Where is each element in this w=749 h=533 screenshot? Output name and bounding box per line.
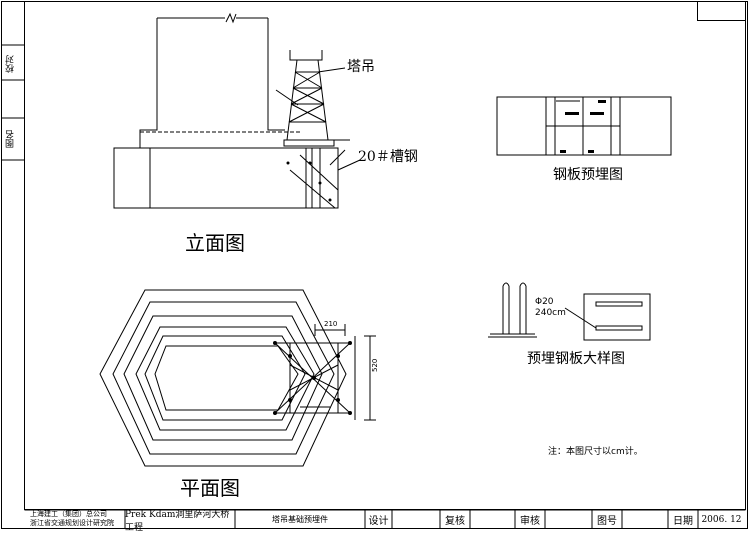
- recheck-label: 复核: [445, 516, 465, 527]
- check-label: 校对: [6, 55, 16, 73]
- detail-dim-length: 240cm: [535, 308, 566, 318]
- sheet-number-box: [697, 1, 746, 21]
- drawing-frame: [24, 1, 746, 510]
- detail-title: 预埋钢板大样图: [527, 351, 625, 367]
- project-name: Prek Kdam洞里萨河大桥工程: [125, 509, 230, 533]
- steel-plate-view: [496, 96, 672, 156]
- channel-steel-label: 20＃槽钢: [358, 149, 418, 165]
- steel-plate-title: 钢板预埋图: [553, 167, 623, 183]
- elevation-title: 立面图: [185, 231, 245, 255]
- company-line2: 浙江省交通规划设计研究院: [30, 519, 114, 527]
- plan-view: [99, 289, 376, 467]
- plan-title: 平面图: [180, 476, 240, 500]
- tower-crane-label: 塔吊: [347, 59, 375, 75]
- drawing-name-label: 图名: [6, 130, 16, 148]
- company-line1: 上海建工（集团）总公司: [30, 510, 107, 518]
- review-label: 审核: [520, 516, 540, 527]
- units-note: 注：本图尺寸以cm计。: [548, 447, 643, 457]
- date-value: 2006. 12: [701, 514, 742, 525]
- detail-dim-diameter: Φ20: [535, 297, 554, 307]
- drawing-no-label: 图号: [597, 516, 617, 527]
- plan-dim-top: 210: [324, 320, 338, 328]
- design-label: 设计: [368, 516, 389, 527]
- embed-plate-detail: [488, 282, 651, 341]
- plan-dim-right: 520: [371, 358, 379, 372]
- date-label: 日期: [673, 516, 693, 527]
- elevation-view: [113, 12, 361, 209]
- drawing-name: 塔吊基础预埋件: [272, 515, 328, 524]
